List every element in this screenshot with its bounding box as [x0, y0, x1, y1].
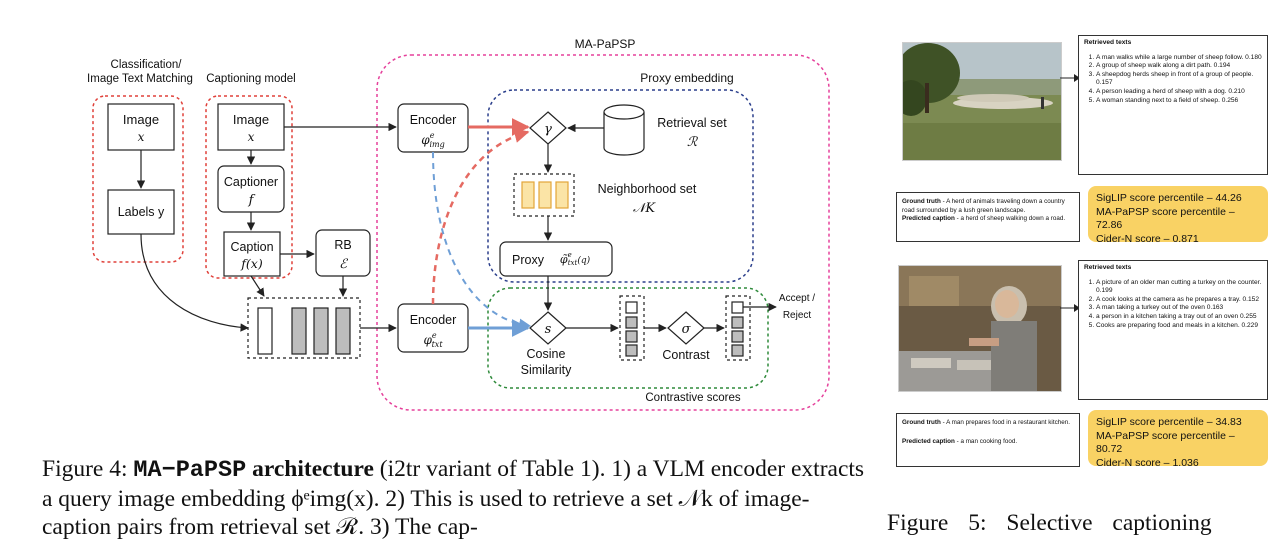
neighborhood-set-label: Neighborhood set	[598, 182, 697, 196]
labels-y-text: Labels y	[118, 205, 165, 219]
list-item: Cooks are preparing food and meals in a …	[1096, 322, 1262, 331]
ground-truth-box-2: Ground truth - A man prepares food in a …	[896, 413, 1080, 467]
list-item: A cook looks at the camera as he prepare…	[1096, 296, 1262, 305]
ma-papsp-score: MA-PaPSP score percentile – 80.72	[1096, 429, 1235, 456]
caption-box	[223, 231, 281, 277]
retrieved-list-2: A picture of an older man cutting a turk…	[1084, 279, 1262, 331]
sigma-symbol: σ	[682, 322, 692, 337]
list-item: A group of sheep walk along a dirt path.…	[1096, 62, 1262, 71]
figure-4-text: (i2tr variant of Table 1). 1) a VLM enco…	[42, 456, 865, 540]
ground-truth-label: Ground truth	[902, 198, 941, 205]
sigma-diamond	[667, 311, 705, 345]
figure-5-caption: Figure 5: Selective captioning	[887, 510, 1277, 537]
retrieval-set-symbol: ℛ	[687, 135, 699, 150]
captioner-f: f	[248, 193, 256, 208]
image-x-cap: x	[248, 130, 255, 144]
classification-frame	[92, 95, 184, 263]
s-symbol: s	[545, 322, 552, 337]
image-to-s-dashed-arrow	[432, 151, 532, 331]
ma-papsp-frame	[376, 54, 830, 411]
siglip-score: SigLIP score percentile – 44.26	[1096, 192, 1242, 204]
list-item: a person in a kitchen taking a tray out …	[1096, 313, 1262, 322]
retrieval-set-cylinder	[603, 104, 645, 156]
ground-truth-box-1: Ground truth - A herd of animals traveli…	[896, 192, 1080, 242]
arrow-1	[1060, 70, 1080, 88]
caption-label: Caption	[230, 240, 273, 254]
figure-4-label: Figure 4:	[42, 456, 128, 482]
proxy-embedding-frame	[487, 89, 754, 283]
figure-4-title-bold: architecture	[252, 456, 374, 482]
retrieved-list-1: A man walks while a large number of shee…	[1084, 54, 1262, 106]
ground-truth-label: Ground truth	[902, 419, 941, 426]
retrieved-texts-header: Retrieved texts	[1084, 39, 1132, 46]
text-stack-frame	[247, 297, 361, 359]
retrieved-texts-box-1: Retrieved texts A man walks while a larg…	[1078, 35, 1268, 175]
reject-label: Reject	[783, 310, 812, 321]
list-item: A picture of an older man cutting a turk…	[1096, 279, 1262, 296]
retrieved-texts-header: Retrieved texts	[1084, 264, 1132, 271]
siglip-score: SigLIP score percentile – 34.83	[1096, 416, 1242, 428]
list-item: A woman standing next to a field of shee…	[1096, 97, 1262, 106]
image-encoder-label: Encoder	[410, 113, 457, 127]
captioner-label: Captioner	[224, 175, 278, 189]
figure-5-label: Figure 5:	[887, 510, 987, 536]
kitchen-photo	[898, 265, 1062, 392]
image-text-matching-label: Image Text Matching	[87, 73, 193, 85]
ground-truth-text: - A man prepares food in a restaurant ki…	[940, 419, 1070, 426]
sheep-photo	[902, 42, 1062, 161]
similarity-label: Similarity	[521, 363, 572, 377]
list-item: A person leading a herd of sheep with a …	[1096, 88, 1262, 97]
captioning-frame	[205, 95, 293, 279]
arrow-2	[1060, 300, 1080, 318]
classification-label: Classification/	[111, 59, 183, 71]
cider-score: Cider-N score – 1.036	[1096, 456, 1199, 469]
score-stack-2	[725, 295, 751, 361]
score-box-2: SigLIP score percentile – 34.83 MA-PaPSP…	[1088, 410, 1268, 469]
accept-label: Accept /	[779, 293, 815, 304]
figure-4-caption: Figure 4: MA−PaPSP architecture (i2tr va…	[42, 455, 874, 541]
ground-truth-text: - A herd of animals traveling down a cou…	[902, 198, 1065, 214]
cosine-label: Cosine	[527, 347, 566, 361]
proxy-embedding-label: Proxy embedding	[640, 71, 733, 85]
contrastive-scores-label: Contrastive scores	[645, 392, 740, 404]
retrieved-texts-box-2: Retrieved texts A picture of an older ma…	[1078, 260, 1268, 400]
list-item: A man taking a turkey out of the oven 0.…	[1096, 304, 1262, 313]
list-item: A man walks while a large number of shee…	[1096, 54, 1262, 63]
caption-fx: f(x)	[240, 256, 263, 271]
predicted-label: Predicted caption	[902, 437, 955, 445]
ma-papsp-label: MA-PaPSP	[575, 37, 636, 51]
neighborhood-frame	[513, 173, 575, 217]
figure-5-text: Selective captioning	[1006, 510, 1212, 536]
proxy-label: Proxy	[512, 253, 545, 267]
image-box-cls	[107, 103, 175, 151]
retrieval-set-label: Retrieval set	[657, 116, 727, 130]
rb-label: RB	[334, 238, 351, 252]
ma-papsp-score: MA-PaPSP score percentile – 72.86	[1096, 205, 1235, 232]
predicted-text: - a herd of sheep walking down a road.	[954, 215, 1066, 222]
architecture-diagram: MA-PaPSP Classification/ Image Text Matc…	[87, 37, 830, 411]
image-label-cls: Image	[123, 112, 159, 127]
s-diamond	[529, 311, 567, 345]
neighborhood-set-symbol: 𝒩K	[633, 201, 656, 216]
captioning-model-label: Captioning model	[206, 73, 296, 85]
contrast-label: Contrast	[662, 348, 710, 362]
gamma-symbol: γ	[544, 122, 552, 137]
text-to-gamma-dashed-arrow	[431, 128, 530, 305]
image-label-cap: Image	[233, 112, 269, 127]
labels-box	[107, 189, 175, 235]
text-encoder-label: Encoder	[410, 313, 457, 327]
image-x-cls: x	[138, 130, 145, 144]
cider-score: Cider-N score – 0.871	[1096, 232, 1199, 245]
predicted-label: Predicted caption	[902, 215, 955, 222]
list-item: A sheepdog herds sheep in front of a gro…	[1096, 71, 1262, 88]
score-box-1: SigLIP score percentile – 44.26 MA-PaPSP…	[1088, 186, 1268, 245]
predicted-text: - a man cooking food.	[954, 437, 1018, 445]
proxy-box	[499, 241, 613, 277]
rb-symbol: ℰ	[339, 257, 348, 272]
figure-4-title-code: MA−PaPSP	[133, 457, 247, 484]
